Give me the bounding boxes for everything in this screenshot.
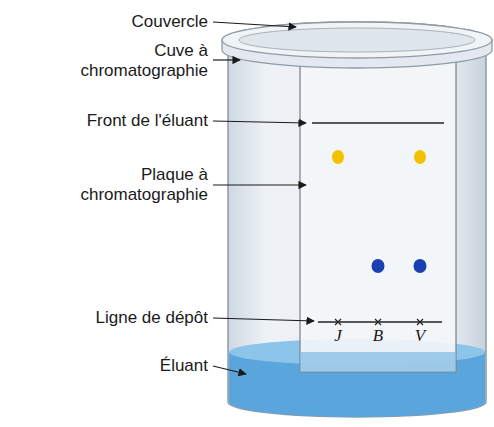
sample-letter: V [415, 326, 425, 346]
eluant-label: Éluant [58, 356, 208, 376]
plate-label: Plaque à chromatographie [68, 165, 208, 205]
deposit-line [318, 321, 442, 322]
lid-top [222, 22, 492, 58]
yellow-spot [332, 150, 344, 164]
sample-letter: J [334, 326, 342, 346]
yellow-spot [414, 150, 426, 164]
deposit-label: Ligne de dépôt [18, 308, 208, 328]
blue-spot [414, 259, 427, 273]
lid [222, 22, 492, 68]
chromatography-plate [300, 40, 456, 372]
front-label: Front de l'éluant [18, 111, 208, 131]
deposit-marks [335, 319, 423, 325]
lid-label: Couvercle [58, 12, 208, 32]
sample-letter: B [373, 326, 383, 346]
blue-spot [372, 259, 385, 273]
eluant-front-line [312, 122, 444, 123]
eluant-liquid [229, 352, 485, 417]
plate-immersed [300, 352, 456, 372]
lid-inner [239, 28, 475, 52]
leader-lines [213, 22, 314, 374]
tank-label: Cuve à chromatographie [68, 41, 208, 81]
